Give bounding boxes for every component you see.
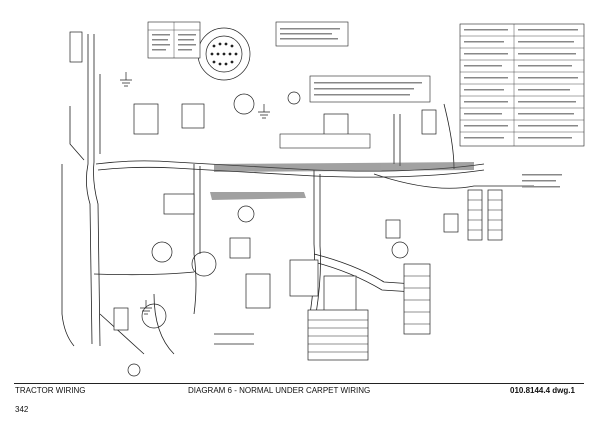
rect-connector [467, 189, 483, 241]
fine-print [522, 174, 562, 188]
rect-connector [163, 193, 195, 215]
footer-rule [14, 383, 584, 384]
table-rules [148, 22, 200, 58]
rect-connector [307, 309, 369, 361]
round-connector [391, 241, 409, 259]
fine-print [314, 82, 422, 96]
note-box [279, 133, 371, 149]
connector-pin-lines [468, 199, 502, 231]
ground-symbol [120, 72, 132, 87]
ground-symbol [140, 300, 152, 315]
rect-connector [385, 219, 401, 239]
rect-connector [487, 189, 503, 241]
wiring-diagram [14, 14, 590, 382]
fine-print [280, 28, 340, 40]
diagram-title: DIAGRAM 6 - NORMAL UNDER CARPET WIRING [188, 386, 371, 395]
rect-connector [403, 263, 431, 335]
page-number: 342 [15, 405, 29, 414]
rect-connector [289, 259, 319, 297]
round-connector [233, 93, 255, 115]
round-connector [141, 303, 167, 329]
rect-connector [133, 103, 159, 135]
harness-lower [93, 271, 254, 355]
harness-left-vertical [61, 34, 101, 347]
drawing-number: 010.8144.4 dwg.1 [510, 386, 575, 395]
rect-connector [181, 103, 205, 129]
rect-connector [421, 109, 437, 135]
round-connector [237, 205, 255, 223]
rect-connector [113, 307, 129, 331]
rect-connector [443, 213, 459, 233]
round-connector [191, 251, 217, 277]
rect-connector [323, 113, 349, 137]
rect-connector [229, 237, 251, 259]
round-connector [127, 363, 141, 377]
rect-connector [69, 31, 83, 63]
connector-pin-lines [308, 319, 368, 353]
table-rules [460, 24, 584, 146]
fine-print [464, 29, 578, 139]
rect-connector [323, 275, 357, 317]
round-connector [287, 91, 301, 105]
rect-connector [245, 273, 271, 309]
round-connector [151, 241, 173, 263]
carpet-routing-strip [210, 162, 474, 200]
ground-symbol [258, 104, 270, 119]
footer-left-label: TRACTOR WIRING [15, 386, 86, 395]
fine-print [152, 34, 196, 51]
connector-pin-pattern [210, 42, 238, 66]
connector-pin-lines [404, 275, 430, 325]
